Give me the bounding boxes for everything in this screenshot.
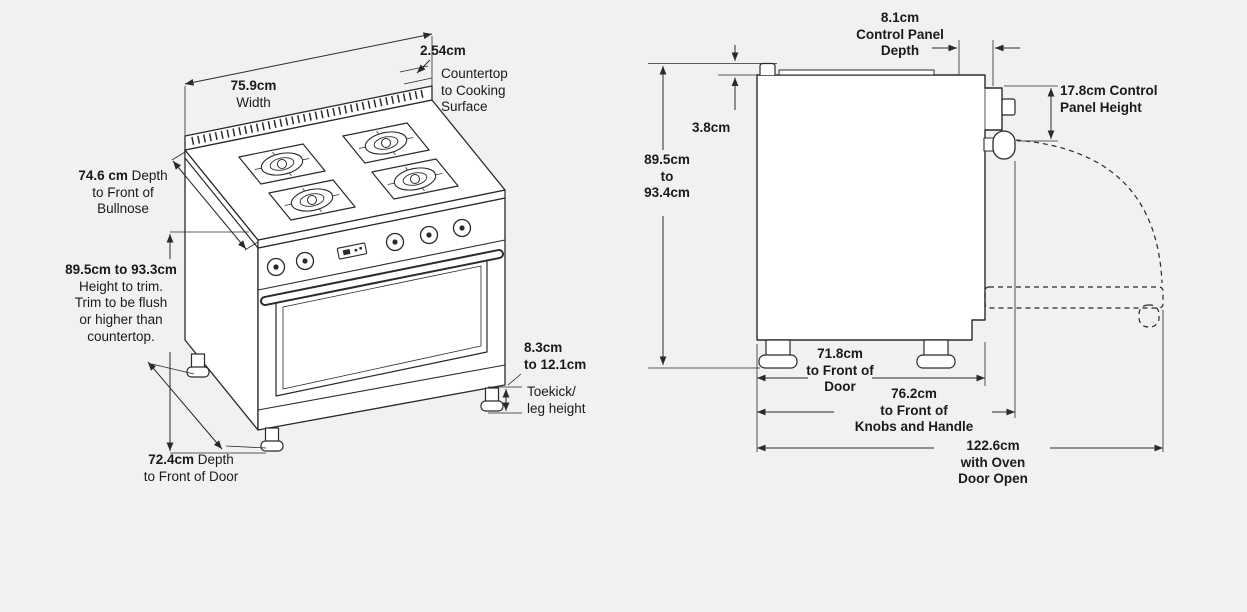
width-value: 75.9cm bbox=[230, 78, 277, 93]
bullnose-dimension-label: 74.6 cm Depth to Front of Bullnose bbox=[64, 168, 182, 218]
height-dimension-label: 89.5cm to 93.3cm Height to trim. Trim to… bbox=[65, 262, 177, 344]
door-depth-line1: 72.4cm Depth bbox=[148, 452, 234, 467]
range-side-view bbox=[756, 62, 1164, 369]
width-text: Width bbox=[236, 94, 271, 110]
handle-profile bbox=[992, 130, 1016, 160]
knobs-front-dimension-label: 76.2cm to Front of Knobs and Handle bbox=[854, 386, 974, 435]
panel-height-dimension-label: 17.8cm Control Panel Height bbox=[1060, 83, 1158, 115]
toekick-dimension-value: 8.3cm to 12.1cm bbox=[524, 340, 587, 372]
control-knobs bbox=[266, 218, 472, 277]
range-isometric-view bbox=[184, 85, 506, 452]
right-dimension-lines bbox=[648, 40, 1164, 452]
panel-depth-dimension-label: 8.1cm Control Panel Depth bbox=[856, 10, 944, 59]
display-panel bbox=[336, 242, 368, 260]
width-dimension-label: 75.9cm Width bbox=[196, 78, 311, 111]
grate-profile bbox=[778, 69, 935, 76]
trim-height-dimension-value: 3.8cm bbox=[692, 120, 731, 135]
left-dimension-lines bbox=[147, 32, 522, 454]
back-trim bbox=[184, 85, 433, 151]
knob-profile bbox=[1001, 98, 1016, 116]
bullnose-line1: 74.6 cm Depth bbox=[78, 168, 168, 183]
door-open-dimension-label: 122.6cm with Oven Door Open bbox=[958, 438, 1028, 487]
open-door-outline bbox=[984, 139, 1164, 328]
range-body-profile bbox=[756, 74, 1003, 341]
back-trim-profile bbox=[759, 62, 776, 75]
toekick-dimension-text: Toekick/ leg height bbox=[527, 384, 586, 416]
door-handle bbox=[260, 249, 504, 306]
height-range-dimension-label: 89.5cm to 93.4cm bbox=[644, 152, 690, 201]
side-view-legs bbox=[758, 339, 956, 369]
countertop-dimension-text: Countertop to Cooking Surface bbox=[441, 66, 508, 115]
countertop-dimension-value: 2.54cm bbox=[420, 43, 466, 58]
door-front-dimension-label: 71.8cm to Front of Door bbox=[806, 346, 874, 395]
door-depth-dimension-label: 72.4cm Depth to Front of Door bbox=[120, 452, 262, 485]
